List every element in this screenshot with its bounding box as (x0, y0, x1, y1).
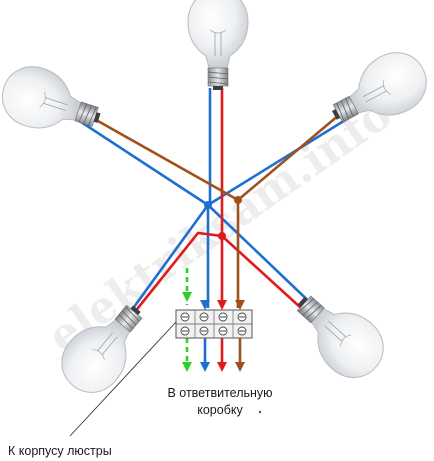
phase-wire-bottom-left (120, 231, 223, 329)
neutral-arrow-top (200, 300, 210, 310)
lamp-top (187, 0, 249, 91)
junction-box-label-line2: коробку (197, 403, 243, 417)
lamp-bottom-left (49, 288, 161, 406)
switched-wire-left (81, 110, 239, 202)
junction-box-label-line1: В ответвительную (167, 386, 273, 400)
phase-junction-dot (218, 232, 226, 240)
switched-wire-right (237, 103, 353, 201)
ground-arrow-bottom (182, 362, 192, 372)
lamp-bottom-right (280, 277, 397, 391)
arrows (182, 292, 245, 372)
neutral-arrow-bottom (200, 362, 210, 372)
neutral-wire-bottom-right (207, 204, 319, 311)
neutral-junction-dot (204, 201, 212, 209)
terminal-block (175, 309, 253, 339)
body-pointer-line (69, 321, 177, 437)
switched-junction-dot (234, 196, 242, 204)
lamp-right (319, 41, 434, 143)
switched-arrow-top (235, 300, 245, 310)
phase-wire-bottom-right (221, 235, 313, 319)
small-dot (258, 410, 262, 414)
ground-arrow-top (182, 292, 192, 302)
switched-arrow-bottom (235, 362, 245, 372)
chandelier-body-label: К корпусу люстры (8, 444, 112, 458)
neutral-wire-bottom-left (124, 204, 210, 319)
phase-arrow-bottom (217, 362, 227, 372)
lamp-left (0, 58, 109, 148)
phase-arrow-top (217, 300, 227, 310)
neutral-wire-right (207, 112, 356, 207)
neutral-wire-left (77, 118, 209, 207)
